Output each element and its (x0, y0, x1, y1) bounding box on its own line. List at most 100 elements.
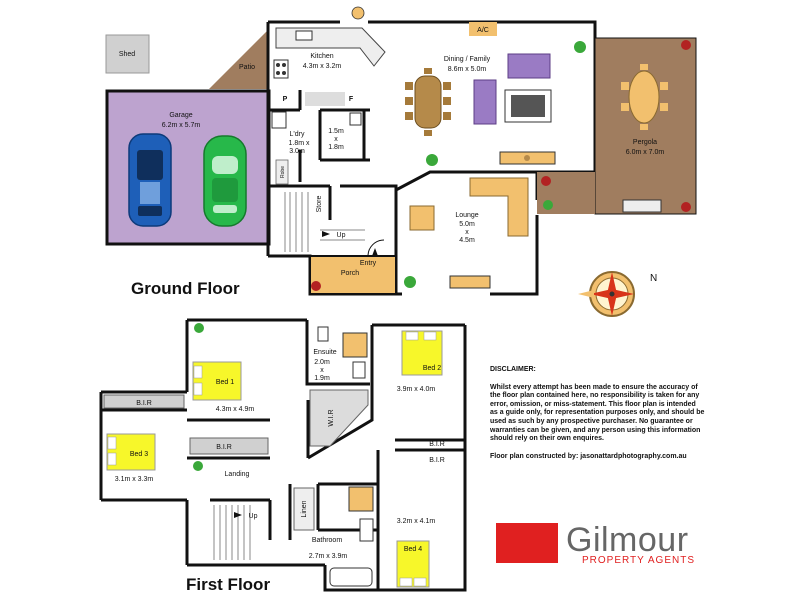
bathtub-icon (329, 567, 373, 587)
dining-dim: 8.6m x 5.0m (448, 66, 487, 73)
laundry-label: L'dry (290, 131, 305, 138)
garage-dim: 6.2m x 5.7m (162, 122, 201, 129)
pot-plant-icon (311, 40, 691, 291)
pergola-label: Pergola (633, 139, 657, 146)
fridge-label: F (349, 96, 354, 103)
blue-car-icon (128, 133, 172, 227)
kitchen-label: Kitchen (310, 53, 333, 60)
disclaimer: DISCLAIMER: Whilst every attempt has bee… (490, 366, 705, 461)
lounge-label: Lounge (455, 212, 478, 219)
ensuite-toilet-icon (317, 326, 329, 342)
entry-label: Entry (360, 260, 377, 267)
porch (309, 255, 397, 295)
stairs-up-arrow-icon (322, 231, 330, 237)
compass-north-label: N (650, 273, 657, 284)
garage-label: Garage (169, 112, 192, 119)
ensuite-label: Ensuite (313, 349, 336, 356)
wc-dim-1: 1.5m (328, 128, 344, 135)
bed-1-bir (189, 437, 269, 455)
entry-arrow-icon (372, 248, 378, 256)
bed-1-bir-label: B.I.R (216, 444, 232, 451)
dining-label: Dining / Family (444, 56, 491, 63)
bed-1-label: Bed 1 (216, 379, 234, 386)
ensuite-basin-icon (352, 361, 366, 379)
hot-water-icon (351, 6, 365, 20)
ensuite-shower-icon (342, 332, 368, 358)
kitchen-sink-icon (295, 30, 313, 41)
pantry-label: P (283, 96, 288, 103)
robe-label: Robe (280, 166, 286, 178)
pergola-dim: 6.0m x 7.0m (626, 149, 665, 156)
sofa-icon (507, 53, 551, 79)
disclaimer-credit: Floor plan constructed by: jasonattardph… (490, 452, 687, 460)
ground-floor: Shed Patio Garage 6.2m x 5.7m (105, 6, 697, 298)
lounge-dim-2: x (465, 229, 469, 236)
bed-4-dim: 3.2m x 4.1m (397, 518, 436, 525)
ground-stairs (284, 192, 365, 252)
lounge-dim-3: 4.5m (459, 237, 475, 244)
patio-label: Patio (239, 64, 255, 71)
logo-red-square (496, 523, 558, 563)
bbq-icon (622, 199, 662, 213)
first-walls (99, 318, 467, 592)
wc-basin-icon (349, 112, 362, 126)
ensuite-dim-1: 2.0m (314, 359, 330, 366)
linen (293, 487, 315, 531)
outdoor-table-icon (621, 64, 668, 130)
lounge-sofa-icon (469, 177, 529, 237)
landing-label: Landing (225, 471, 250, 478)
stove-icon (273, 59, 289, 79)
armchair-icon (473, 79, 497, 125)
wir-label: W.I.R (328, 409, 335, 426)
bathroom-basin-icon (359, 518, 374, 542)
bed-3-bir (103, 394, 185, 409)
stairs-up-label: Up (337, 232, 346, 239)
disclaimer-body: Whilst every attempt has been made to en… (490, 383, 705, 443)
front-door-icon (367, 239, 385, 257)
compass-icon (578, 271, 635, 317)
ac-label: A/C (477, 27, 489, 34)
shed (105, 34, 150, 74)
bed-4-bir-label: B.I.R (429, 457, 445, 464)
kitchen-bench (275, 27, 386, 67)
laundry-dim-1: 1.8m x (288, 140, 310, 147)
laundry-tub-icon (271, 111, 287, 129)
porch-label: Porch (341, 270, 359, 277)
robe (275, 159, 289, 185)
first-floor-title: First Floor (186, 575, 270, 594)
bathroom-label: Bathroom (312, 537, 343, 544)
ensuite-dim-3: 1.9m (314, 375, 330, 382)
logo-name: Gilmour (566, 521, 689, 559)
lounge-armchair-icon (409, 205, 435, 231)
first-stairs (213, 505, 251, 560)
tv-unit-icon (449, 275, 491, 289)
bed-4-label: Bed 4 (404, 546, 422, 553)
bed-2-label: Bed 2 (423, 365, 441, 372)
green-car-icon (203, 135, 247, 227)
bed-1-dim: 4.3m x 4.9m (216, 406, 255, 413)
plant-icon (404, 41, 586, 288)
linen-label: Linen (301, 500, 308, 517)
ac-unit (469, 22, 497, 36)
logo-subtitle: PROPERTY AGENTS (582, 555, 695, 566)
dining-table-icon (405, 68, 451, 136)
wc-dim-2: x (334, 136, 338, 143)
patio (209, 30, 268, 89)
first-floor: Bed 1 4.3m x 4.9m B.I.R Ensuite 2.0m x 1… (99, 318, 467, 594)
first-stairs-up-label: Up (249, 513, 258, 520)
ground-floor-title: Ground Floor (131, 279, 240, 298)
lounge-dim-1: 5.0m (459, 221, 475, 228)
wc-dim-3: 1.8m (328, 144, 344, 151)
shed-label: Shed (119, 51, 135, 58)
laundry-dim-2: 3.0m (289, 148, 305, 155)
fridge-space (305, 92, 345, 106)
first-stairs-up-arrow-icon (234, 512, 242, 518)
bathroom-shower-icon (348, 486, 374, 512)
bed-3-label: Bed 3 (130, 451, 148, 458)
bed-2-bir-label: B.I.R (429, 441, 445, 448)
bed-2-dim: 3.9m x 4.0m (397, 386, 436, 393)
bed-3-bir-label: B.I.R (136, 400, 152, 407)
wir (309, 389, 369, 447)
store-label: Store (316, 196, 323, 213)
